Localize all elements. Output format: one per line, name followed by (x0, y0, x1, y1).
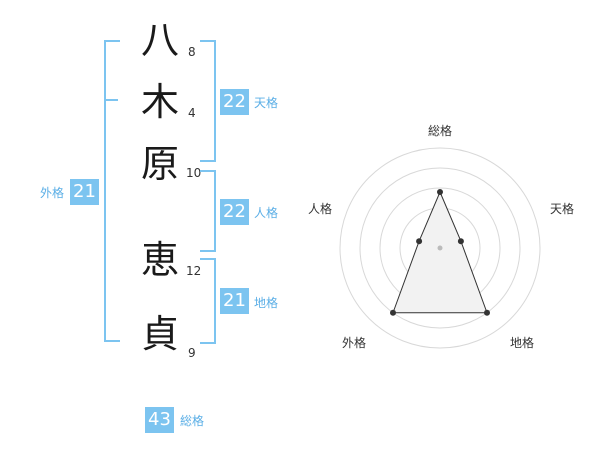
gaikaku-label: 外格 (40, 186, 65, 200)
soukaku-score: 43 (145, 407, 174, 433)
tenkaku-score: 22 (220, 89, 249, 115)
radar-axis-label-4: 外格 (342, 336, 367, 350)
radar-axis-label-5: 人格 (308, 202, 333, 216)
radar-points (390, 189, 490, 316)
radar-axis-label-1: 総格 (428, 124, 453, 138)
name-char-1: 八 (140, 18, 179, 62)
radar-point-2 (457, 238, 464, 245)
jinkaku-score: 22 (220, 199, 249, 225)
chikaku-bracket (200, 258, 216, 344)
radar-point-5 (416, 238, 423, 245)
stroke-count-5: 9 (188, 346, 196, 360)
chikaku-score: 21 (220, 288, 249, 314)
name-char-3: 原 (140, 142, 179, 186)
radar-point-1 (437, 189, 443, 195)
tenkaku-bracket (200, 40, 216, 162)
name-char-5: 貞 (140, 312, 179, 356)
radar-axis-label-2: 天格 (550, 202, 575, 216)
soukaku-label: 総格 (180, 414, 205, 428)
name-char-4: 恵 (140, 238, 179, 282)
stroke-count-2: 4 (188, 106, 196, 120)
jinkaku-bracket (200, 170, 216, 252)
radar-point-4 (390, 309, 396, 316)
stroke-count-3: 10 (186, 166, 202, 180)
name-char-2: 木 (140, 80, 179, 124)
radar-polygon (392, 190, 488, 314)
radar-center (437, 245, 443, 251)
stroke-count-1: 8 (188, 45, 196, 59)
gaikaku-bracket-tick (104, 99, 118, 101)
radar-axis-label-3: 地格 (510, 336, 535, 350)
tenkaku-label: 天格 (254, 96, 279, 110)
radar-ring-4 (359, 167, 521, 329)
chikaku-label: 地格 (254, 296, 279, 310)
jinkaku-label: 人格 (254, 206, 279, 220)
stroke-count-4: 12 (186, 264, 202, 278)
gaikaku-bracket (104, 40, 120, 342)
radar-point-3 (484, 309, 490, 316)
radar-ring-5 (339, 147, 541, 349)
gaikaku-score: 21 (70, 179, 99, 205)
